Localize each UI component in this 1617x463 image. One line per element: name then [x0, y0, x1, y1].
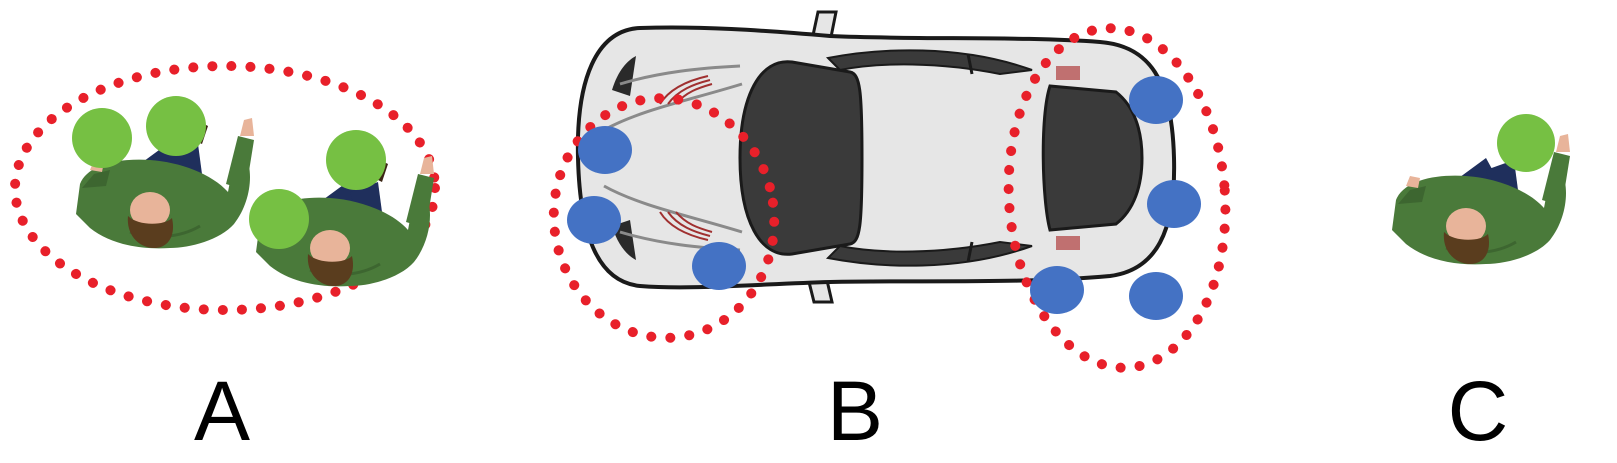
sensor-marker-b6 [1030, 266, 1084, 314]
hand-marker-a2 [146, 96, 206, 156]
sensor-marker-b4 [1129, 76, 1183, 124]
panel-b: B [548, 10, 1231, 458]
sensor-marker-b7 [1129, 272, 1183, 320]
sensor-marker-b2 [567, 196, 621, 244]
hand-zone-rear [1003, 23, 1231, 373]
hand-marker-a3 [326, 130, 386, 190]
sensor-marker-b3 [692, 242, 746, 290]
panel-label-a: A [194, 364, 250, 458]
hand-marker-a4 [249, 189, 309, 249]
sensor-marker-b1 [578, 126, 632, 174]
car-top-view-icon [575, 10, 1177, 304]
hand-marker-c1 [1497, 114, 1555, 172]
panel-a: A [10, 61, 440, 458]
panel-label-c: C [1448, 364, 1509, 458]
hand-zone-front [548, 93, 780, 343]
panel-label-b: B [827, 364, 883, 458]
panel-c: C [1390, 114, 1572, 458]
group-boundary-a [10, 61, 440, 315]
hand-marker-a1 [72, 108, 132, 168]
sensor-marker-b5 [1147, 180, 1201, 228]
